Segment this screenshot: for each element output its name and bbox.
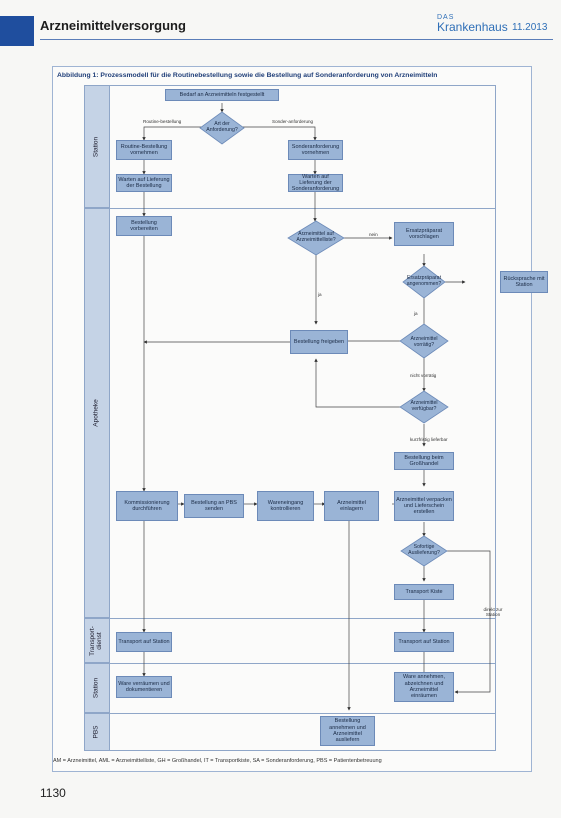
issue-number: 11.2013	[512, 22, 548, 33]
decision-art: Art der Anforderung?	[206, 121, 238, 133]
lane-pbs: PBS	[84, 713, 110, 751]
logo-prefix: DAS	[437, 14, 455, 21]
send-to-pbs-box: Bestellung an PBS senden	[184, 494, 244, 518]
transport-station-box-2: Transport auf Station	[394, 632, 454, 652]
routine-order-box: Routine-Bestellung vornehmen	[116, 140, 172, 160]
picking-box: Kommissionierung durchführen	[116, 491, 178, 521]
wait-routine-box: Warten auf Lieferung der Bestellung	[116, 174, 172, 192]
flow-connectors	[142, 103, 491, 711]
decision-verfuegbar: Arzneimittel verfügbar?	[410, 400, 438, 412]
wholesaler-order-box: Bestellung beim Großhandel	[394, 452, 454, 470]
header-rule	[40, 39, 553, 40]
edge-label-direkt: direkt zur Station	[483, 607, 503, 617]
section-title: Arzneimittelversorgung	[40, 18, 186, 33]
store-box: Arzneimittel einlagern	[324, 491, 379, 521]
journal-logo: DAS Krankenhaus	[437, 14, 508, 33]
consult-box: Rücksprache mit Station	[500, 271, 548, 293]
edge-label-nicht-vorraetig: nicht vorrätig	[410, 373, 437, 378]
header-color-square	[0, 16, 34, 46]
decision-sofort: Sofortige Auslieferung?	[408, 544, 440, 556]
lane-separator	[84, 713, 496, 714]
edge-label-ja: ja	[414, 311, 418, 316]
substitute-box: Ersatzpräparat vorschlagen	[394, 222, 454, 246]
lane-separator	[84, 663, 496, 664]
lane-separator	[84, 208, 496, 209]
edge-label-kurzfristig: kurzfristig lieferbar	[410, 437, 448, 442]
decision-diamonds	[199, 111, 449, 567]
decision-ersatz: Ersatzpräparat angenommen?	[406, 275, 442, 287]
lane-station-top: Station	[84, 85, 110, 208]
decision-liste: Arzneimittel auf Arzneimittelliste?	[296, 231, 336, 243]
pbs-box: Bestellung annehmen und Arzneimittel aus…	[320, 716, 375, 746]
transport-station-box-1: Transport auf Station	[116, 632, 172, 652]
lane-separator	[84, 618, 496, 619]
release-order-box: Bestellung freigeben	[290, 330, 348, 354]
page-number: 1130	[40, 786, 66, 800]
decision-lager: Arzneimittel vorrätig?	[410, 336, 438, 348]
figure-caption: Abbildung 1: Prozessmodell für die Routi…	[57, 72, 438, 79]
goods-receipt-box: Wareneingang kontrollieren	[257, 491, 314, 521]
wait-special-box: Warten auf Lieferung der Sonderanforderu…	[288, 174, 343, 192]
lane-apotheke: Apotheke	[84, 208, 110, 618]
lane-station-bottom: Station	[84, 663, 110, 713]
logo-name: Krankenhaus	[437, 20, 508, 34]
transport-box-box: Transport Kiste	[394, 584, 454, 600]
edge-label-routine: Routine-bestellung	[143, 119, 182, 124]
edge-label-ja: ja	[318, 292, 322, 297]
edge-label-nein: nein	[369, 232, 378, 237]
station-stock-box-2: Ware annehmen, abzeichnen und Arzneimitt…	[394, 672, 454, 702]
start-event: Bedarf an Arzneimitteln festgestellt	[165, 89, 279, 101]
figure-legend: AM = Arzneimittel, AML = Arzneimittellis…	[53, 758, 382, 764]
prepare-order-box: Bestellung vorbereiten	[116, 216, 172, 236]
special-order-box: Sonderanforderung vornehmen	[288, 140, 343, 160]
station-stock-box-1: Ware verräumen und dokumentieren	[116, 676, 172, 698]
edge-label-sonder: Sonder-anforderung	[272, 119, 314, 124]
pack-box: Arzneimittel verpacken und Lieferschein …	[394, 491, 454, 521]
